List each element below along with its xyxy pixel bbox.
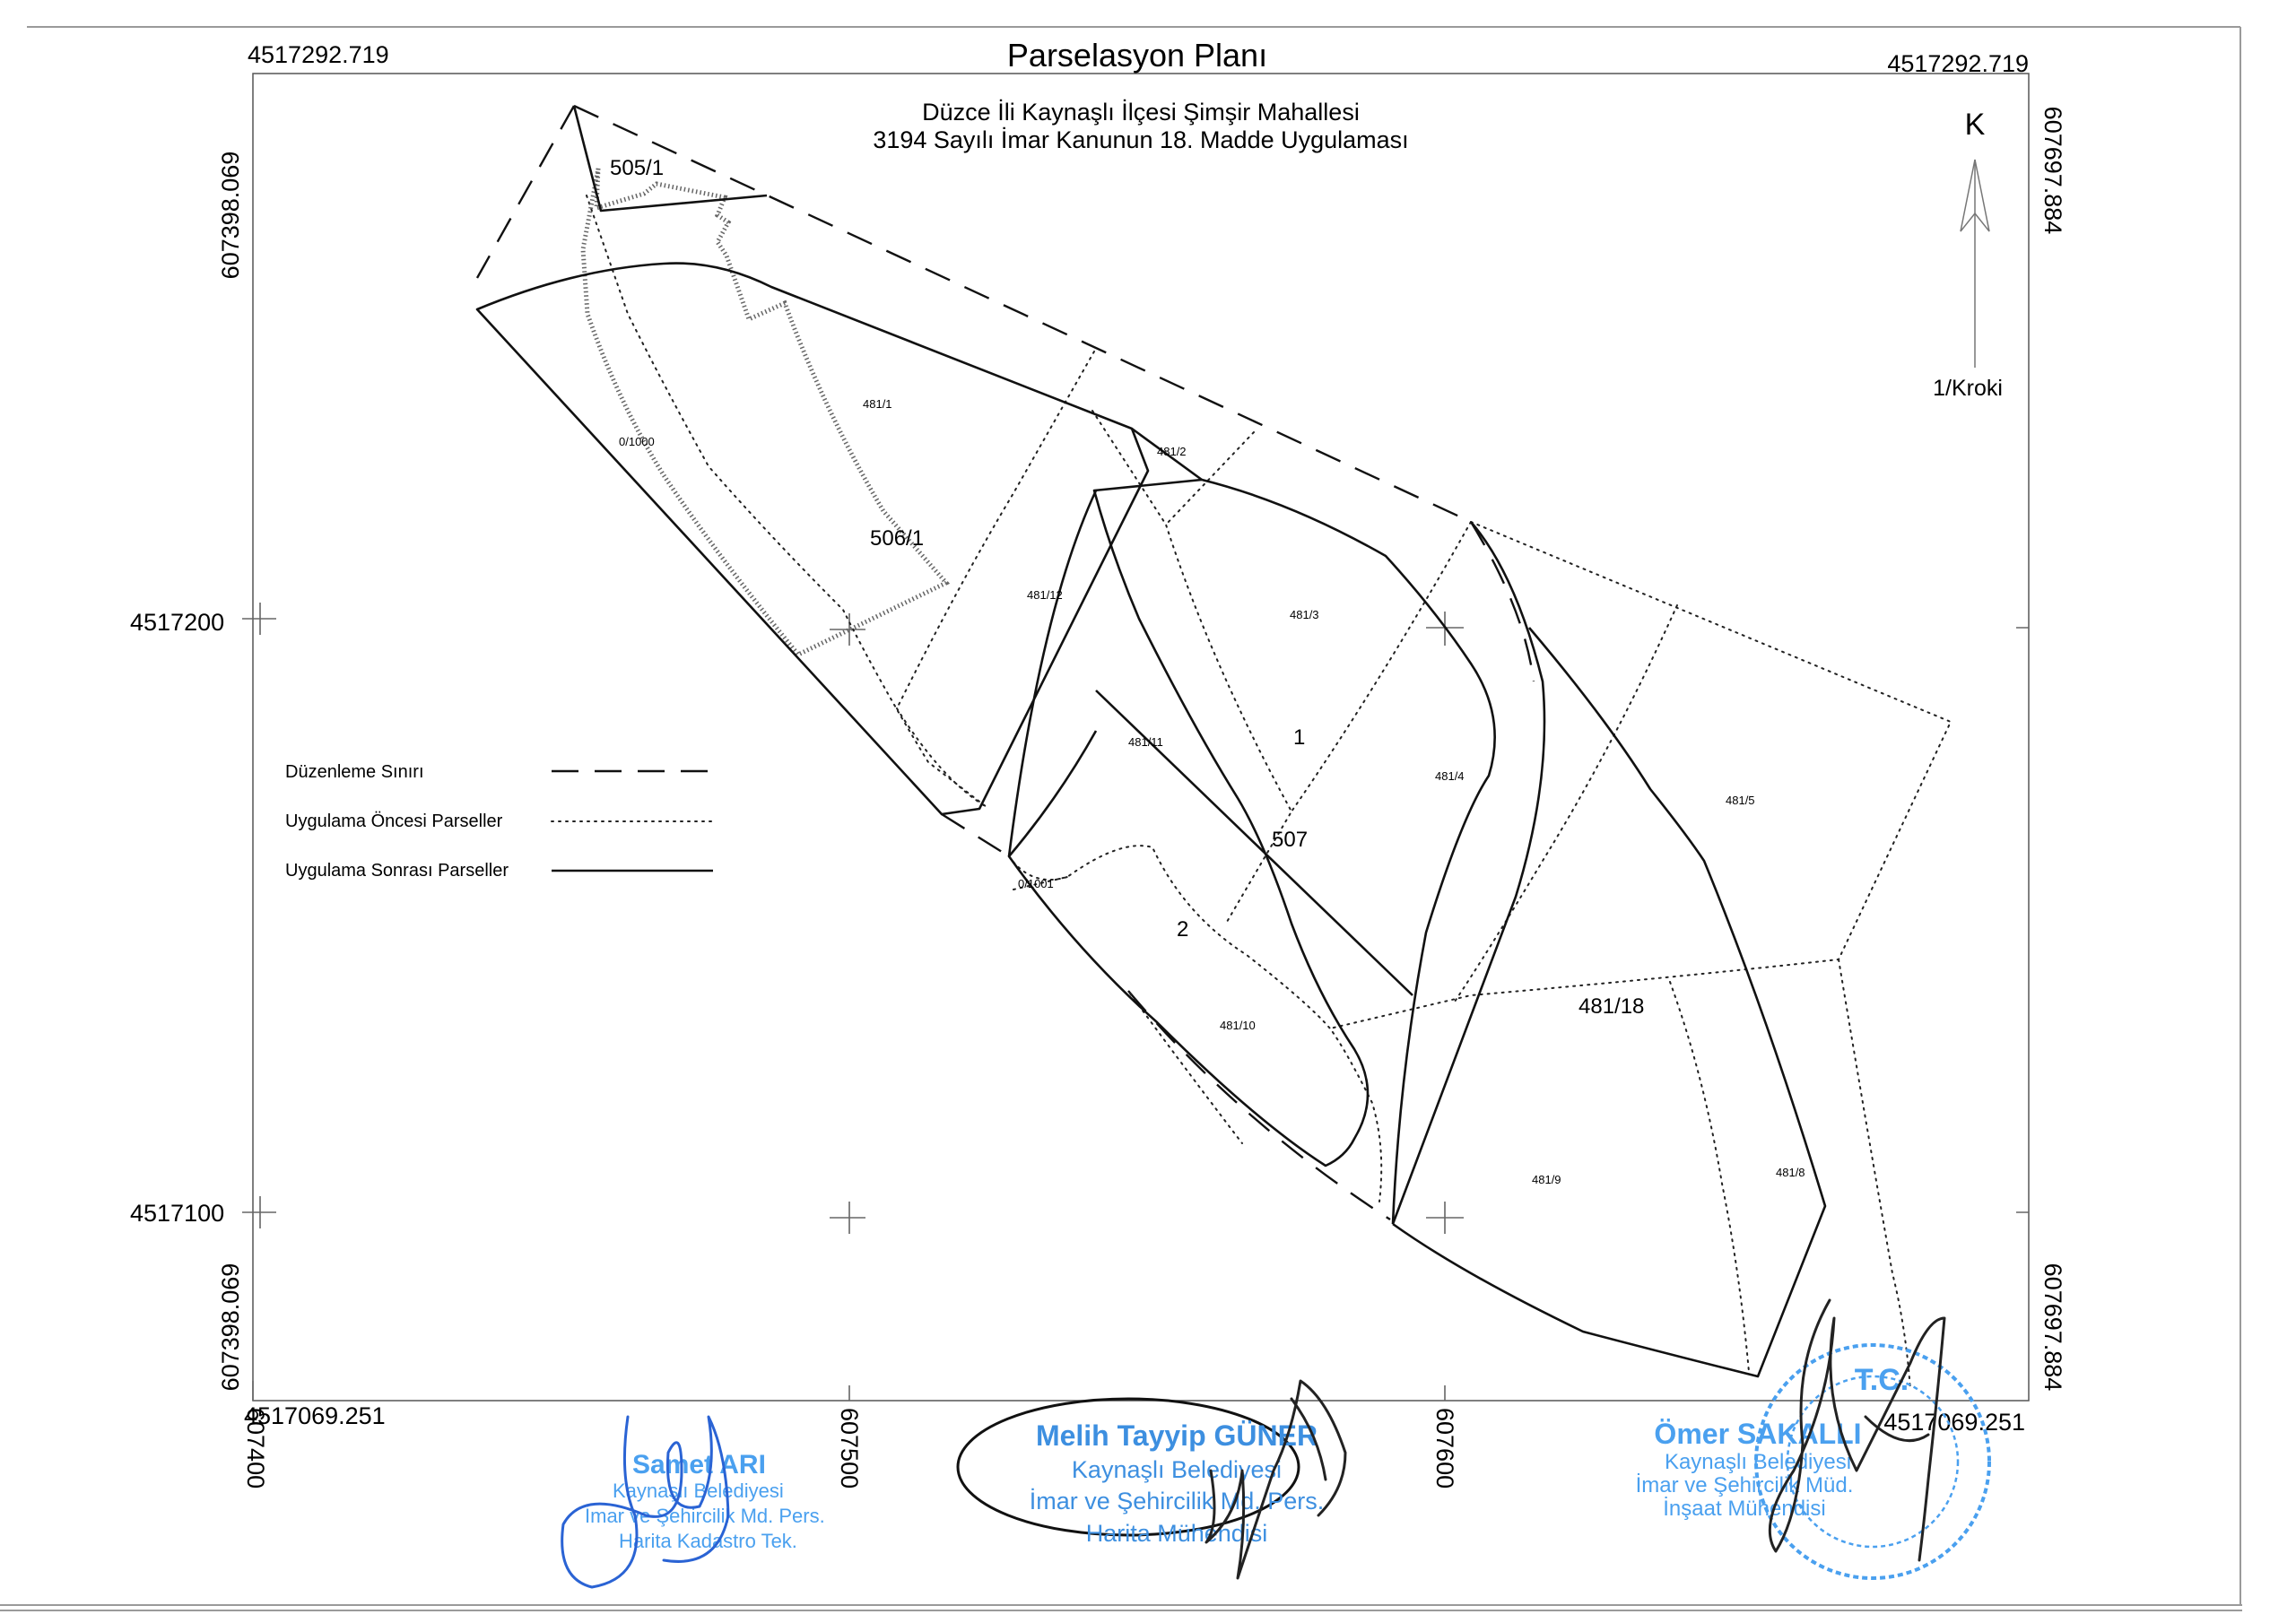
legend: Düzenleme Sınırı Uygulama Öncesi Parsell…	[285, 762, 714, 881]
seal-outer-ring	[1754, 1343, 1991, 1580]
parcel-label-481-18: 481/18	[1578, 994, 1644, 1019]
signature-left-line3: Harita Kadastro Tek.	[619, 1530, 797, 1552]
old-parcel-hatch	[580, 168, 951, 658]
parcel-label-481-2: 481/2	[1157, 445, 1187, 458]
signature-middle-oval	[956, 1397, 1300, 1537]
grid-label-x-607400: 607400	[242, 1408, 269, 1488]
grid-label-x-607600: 607600	[1431, 1408, 1458, 1488]
signature-middle-name: Melih Tayyip GÜNER	[1036, 1419, 1318, 1452]
parcel-label-481-12: 481/12	[1027, 588, 1063, 602]
north-arrow: K	[1960, 108, 1990, 368]
legend-after-label: Uygulama Sonrası Parseller	[285, 861, 509, 881]
parcel-label-481-1: 481/1	[863, 397, 892, 411]
parcel-label-481-10: 481/10	[1220, 1019, 1256, 1032]
signature-right: T.C. Ömer SAKALLI Kaynaşlı Belediyesi İm…	[1636, 1298, 1991, 1580]
subtitle-line-2: 3194 Sayılı İmar Kanunun 18. Madde Uygul…	[873, 126, 1408, 153]
sheet-edge	[0, 1604, 2242, 1611]
post-application-parcels	[475, 105, 1827, 1378]
grid-label-y-4517200: 4517200	[130, 609, 224, 636]
signature-left: Samet ARI Kaynaşlı Belediyesi İmar ve Şe…	[561, 1415, 825, 1589]
signature-left-name: Samet ARI	[632, 1450, 766, 1480]
legend-boundary-label: Düzenleme Sınırı	[285, 762, 424, 782]
page-title: Parselasyon Planı	[1007, 37, 1267, 74]
signature-middle-line3: Harita Mühendisi	[1086, 1520, 1268, 1547]
pre-application-parcels	[586, 195, 1952, 1391]
seal-text: T.C.	[1855, 1363, 1909, 1397]
parcel-label-481-3: 481/3	[1290, 608, 1319, 621]
signature-right-scribble	[1768, 1298, 1946, 1562]
regulation-boundary	[475, 104, 1535, 1221]
coord-right-bottom: 607697.884	[2039, 1263, 2066, 1392]
legend-before-label: Uygulama Öncesi Parseller	[285, 812, 503, 831]
parcel-label-481-9: 481/9	[1532, 1173, 1561, 1186]
parcel-label-481-8: 481/8	[1776, 1166, 1805, 1179]
seal-inner-ring	[1786, 1375, 1960, 1549]
signature-middle-line1: Kaynaşlı Belediyesi	[1072, 1456, 1282, 1483]
parcel-labels: 505/1 506/1 481/1 0/1000 481/2 481/12 48…	[610, 156, 1805, 1186]
parcel-label-1: 1	[1293, 725, 1305, 750]
signature-left-line1: Kaynaşlı Belediyesi	[613, 1480, 784, 1502]
coord-bottom-right: 4517069.251	[1883, 1409, 2025, 1436]
grid-label-x-607500: 607500	[836, 1408, 863, 1488]
parcel-label-506-1: 506/1	[870, 526, 924, 551]
coord-top-right: 4517292.719	[1887, 50, 2029, 77]
grid-label-y-4517100: 4517100	[130, 1200, 224, 1227]
subtitle-line-1: Düzce İli Kaynaşlı İlçesi Şimşir Mahalle…	[922, 98, 1360, 126]
coord-left-bottom: 607398.069	[217, 1263, 244, 1392]
grid-ticks	[242, 603, 2029, 1401]
signature-right-line3: İnşaat Mühendisi	[1663, 1497, 1825, 1521]
coord-bottom-left: 4517069.251	[244, 1402, 386, 1429]
coord-top-left: 4517292.719	[248, 41, 389, 68]
signature-middle-line2: İmar ve Şehircilik Md. Pers.	[1030, 1487, 1325, 1515]
signature-right-line2: İmar ve Şehircilik Müd.	[1636, 1473, 1854, 1497]
parcel-label-0-1001: 0/1001	[1018, 877, 1054, 890]
signature-right-name: Ömer SAKALLI	[1654, 1418, 1861, 1450]
north-label: K	[1965, 108, 1986, 142]
parcel-label-481-11: 481/11	[1128, 735, 1163, 749]
parcel-label-507: 507	[1272, 828, 1308, 852]
map-frame	[252, 73, 2030, 1402]
parcel-label-481-5: 481/5	[1726, 794, 1755, 807]
signature-left-scribble	[561, 1415, 730, 1589]
parcel-label-481-4: 481/4	[1435, 769, 1465, 783]
sketch-label: 1/Kroki	[1933, 376, 2003, 401]
coord-right-top: 607697.884	[2039, 107, 2066, 235]
parcel-label-505-1: 505/1	[610, 156, 664, 180]
signature-middle-scribble	[1205, 1379, 1347, 1580]
signature-right-line1: Kaynaşlı Belediyesi	[1665, 1450, 1851, 1474]
parcel-label-2: 2	[1177, 917, 1188, 942]
parcel-label-0-1000: 0/1000	[619, 435, 655, 448]
coord-left-top: 607398.069	[217, 152, 244, 280]
signature-middle: Melih Tayyip GÜNER Kaynaşlı Belediyesi İ…	[956, 1379, 1347, 1580]
